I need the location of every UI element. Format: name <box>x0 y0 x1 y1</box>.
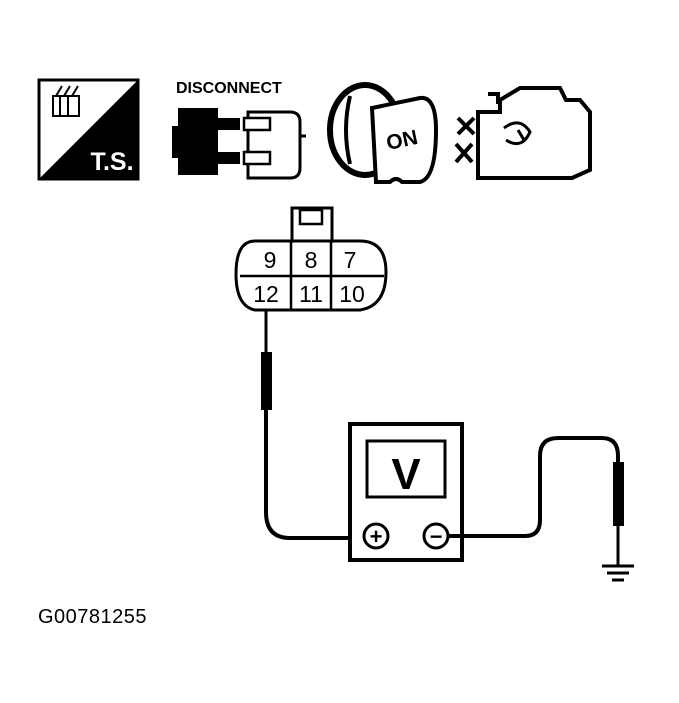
terminal-12: 12 <box>253 281 279 307</box>
voltmeter-display: V <box>391 450 421 499</box>
disconnect-label: DISCONNECT <box>176 80 282 97</box>
terminal-9: 9 <box>264 247 277 273</box>
terminal-10: 10 <box>339 281 365 307</box>
engine-icon <box>454 86 592 180</box>
ignition-key-icon: ON <box>327 82 439 184</box>
negative-terminal-symbol: − <box>430 524 443 549</box>
figure-id: G00781255 <box>38 606 148 628</box>
terminal-11: 11 <box>299 281 323 307</box>
negative-test-lead <box>448 436 624 566</box>
positive-terminal-symbol: + <box>370 524 383 549</box>
troubleshooting-icon: T.S. <box>37 78 140 181</box>
terminal-8: 8 <box>305 247 318 273</box>
troubleshooting-label: T.S. <box>90 148 133 176</box>
disconnect-icon: DISCONNECT <box>172 80 306 180</box>
harness-connector: 9 8 7 12 11 10 <box>234 206 388 312</box>
positive-terminal <box>362 522 390 550</box>
ground-icon <box>602 564 634 582</box>
voltmeter: V + − <box>348 422 464 562</box>
positive-test-lead <box>261 310 362 540</box>
terminal-7: 7 <box>344 247 357 273</box>
